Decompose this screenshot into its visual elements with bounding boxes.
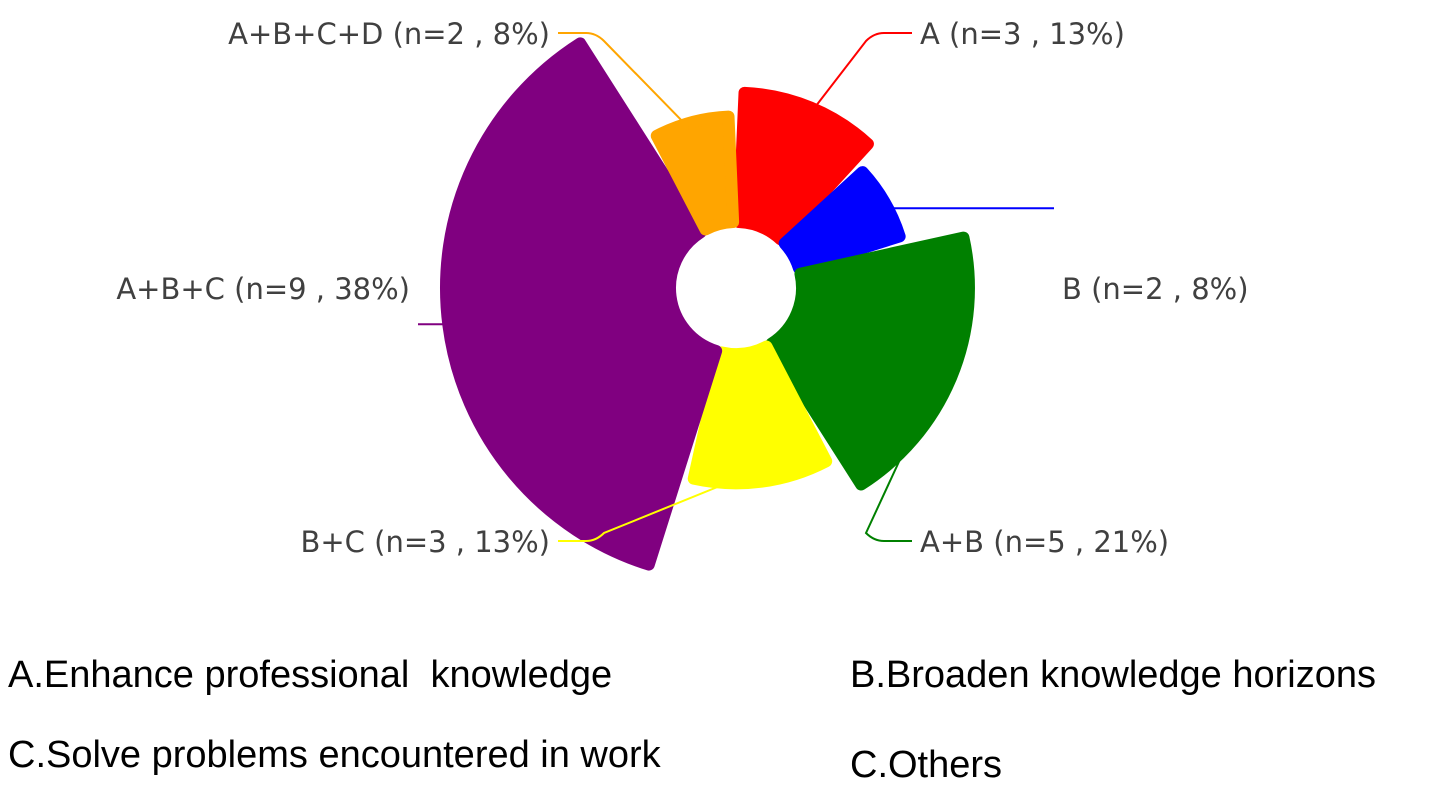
rose-slice-a (732, 86, 874, 246)
leader-lines (418, 32, 1054, 542)
rose-slice-a-plus-b-plus-c (440, 37, 723, 571)
rose-slice-a-plus-b-plus-c-plus-d (650, 110, 740, 236)
leader-line-a (805, 32, 912, 120)
leader-line-a-plus-b-plus-c-plus-d (558, 32, 696, 135)
rose-chart: A (n=3 , 13%) B (n=2 , 8%) A+B (n=5 , 21%)… (116, 17, 1249, 571)
rose-slices (440, 37, 975, 571)
slice-label-a-plus-b: A+B (n=5 , 21%) (920, 525, 1169, 559)
leader-line-b-plus-c (558, 468, 761, 542)
slice-labels: A (n=3 , 13%) B (n=2 , 8%) A+B (n=5 , 21%)… (116, 17, 1248, 559)
rose-slice-b (778, 166, 906, 275)
slice-label-b: B (n=2 , 8%) (1062, 272, 1249, 306)
slice-label-a: A (n=3 , 13%) (920, 17, 1125, 51)
rose-slice-b-plus-c (687, 340, 833, 490)
legend-item-a: A.Enhance professional knowledge (8, 654, 613, 696)
legend-item-c: C.Solve problems encountered in work (8, 734, 661, 776)
legend-item-b: B.Broaden knowledge horizons (850, 654, 1377, 696)
slice-label-a-plus-b-plus-c: A+B+C (n=9 , 38%) (116, 272, 410, 306)
legend-item-d: C.Others (850, 744, 1003, 786)
slice-label-b-plus-c: B+C (n=3 , 13%) (300, 525, 550, 559)
leader-line-a-plus-b (864, 372, 942, 542)
slice-label-a-plus-b-plus-c-plus-d: A+B+C+D (n=2 , 8%) (228, 17, 550, 51)
